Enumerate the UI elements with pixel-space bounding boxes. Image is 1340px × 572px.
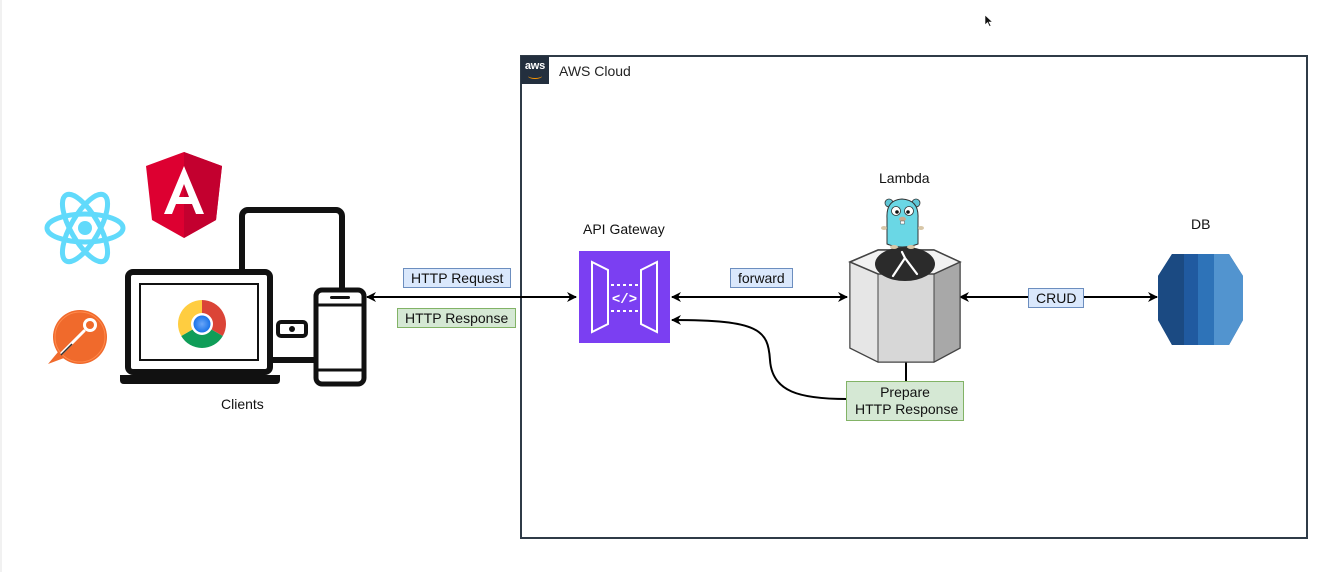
- api-gateway-icon: </>: [579, 251, 670, 343]
- react-icon: [44, 191, 126, 265]
- http-request-tag: HTTP Request: [403, 268, 512, 288]
- svg-text:</>: </>: [612, 292, 637, 308]
- aws-logo-icon: aws: [521, 56, 549, 84]
- aws-cloud-title: AWS Cloud: [559, 63, 631, 79]
- clients-label: Clients: [221, 396, 264, 412]
- chrome-icon: [178, 300, 226, 348]
- database-icon: [1158, 254, 1243, 345]
- lambda-label: Lambda: [879, 170, 930, 186]
- postman-icon: [48, 310, 107, 364]
- angular-icon: [146, 152, 222, 238]
- http-response-tag: HTTP Response: [397, 308, 517, 328]
- edge-response-return: [671, 315, 907, 400]
- mouse-cursor-icon: [984, 14, 994, 27]
- forward-tag: forward: [730, 268, 793, 288]
- db-label: DB: [1191, 216, 1211, 232]
- prepare-line-2: HTTP Response: [855, 401, 959, 417]
- aws-badge-text: aws: [524, 60, 546, 72]
- go-gopher-icon: [881, 198, 924, 249]
- prepare-response-box: Prepare HTTP Response: [846, 381, 964, 421]
- device-connector-icon: [276, 320, 308, 338]
- crud-tag: CRUD: [1028, 288, 1085, 308]
- prepare-line-1: Prepare: [880, 384, 930, 400]
- phone-icon: [313, 287, 367, 387]
- api-gateway-label: API Gateway: [583, 221, 665, 237]
- canvas-edge: [0, 0, 2, 572]
- lambda-icon: [848, 247, 962, 363]
